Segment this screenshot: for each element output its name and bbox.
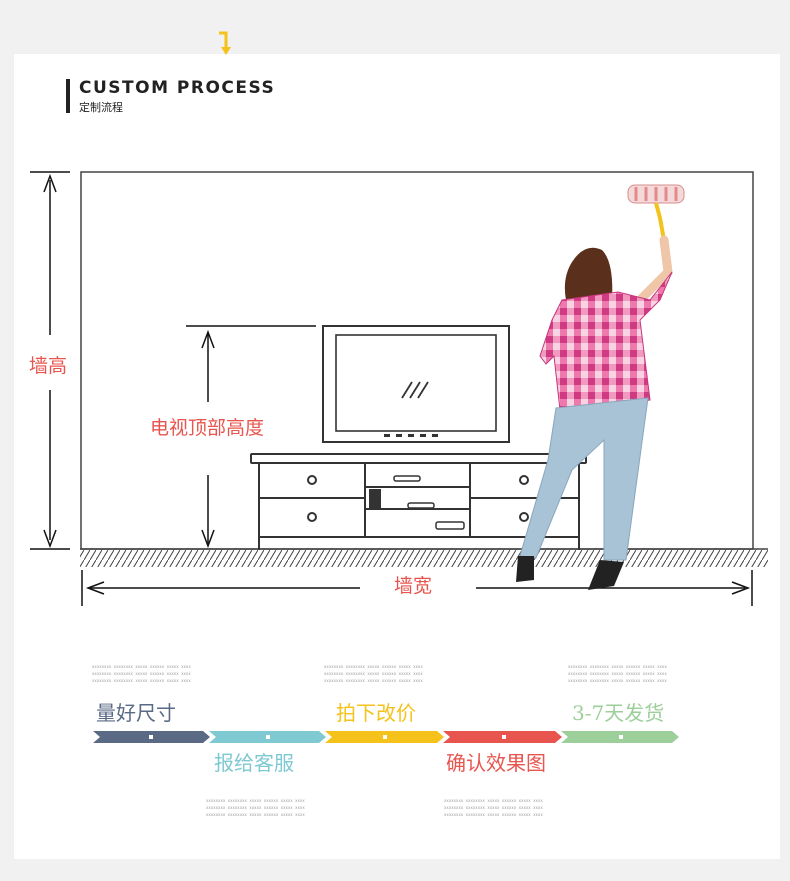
woman-painting-illustration — [516, 184, 685, 590]
step-label-4: 确认效果图 — [446, 751, 546, 775]
step-description-4: xxxxxxxx xxxxxxxx xxxxx xxxxxx xxxxx xxx… — [444, 798, 543, 817]
page-title: CUSTOM PROCESS — [79, 78, 276, 98]
wall-width-arrow — [81, 570, 753, 606]
step-description-3: xxxxxxxx xxxxxxxx xxxxx xxxxxx xxxxx xxx… — [324, 664, 423, 683]
floor-hatch — [80, 549, 768, 567]
tv-top-height-label: 电视顶部高度 — [150, 417, 265, 439]
scroll-down-arrow-icon — [219, 31, 231, 55]
wall-height-arrow — [30, 171, 70, 550]
wall-height-label: 墙高 — [29, 355, 68, 378]
page-subtitle: 定制流程 — [79, 101, 123, 114]
step-description-1: xxxxxxxx xxxxxxxx xxxxx xxxxxx xxxxx xxx… — [92, 664, 191, 683]
tv-cabinet — [250, 453, 587, 550]
step-label-2: 报给客服 — [214, 751, 294, 775]
step-description-2: xxxxxxxx xxxxxxxx xxxxx xxxxxx xxxxx xxx… — [206, 798, 305, 817]
tv-height-arrow — [186, 325, 316, 549]
step-label-5: 3-7天发货 — [572, 701, 665, 725]
tv-illustration — [322, 325, 510, 443]
process-chevron-bar — [93, 731, 679, 743]
step-label-3: 拍下改价 — [336, 701, 416, 725]
step-description-5: xxxxxxxx xxxxxxxx xxxxx xxxxxx xxxxx xxx… — [568, 664, 667, 683]
wall-width-label: 墙宽 — [390, 577, 437, 596]
step-label-1: 量好尺寸 — [96, 701, 176, 725]
title-accent-bar — [66, 79, 70, 113]
